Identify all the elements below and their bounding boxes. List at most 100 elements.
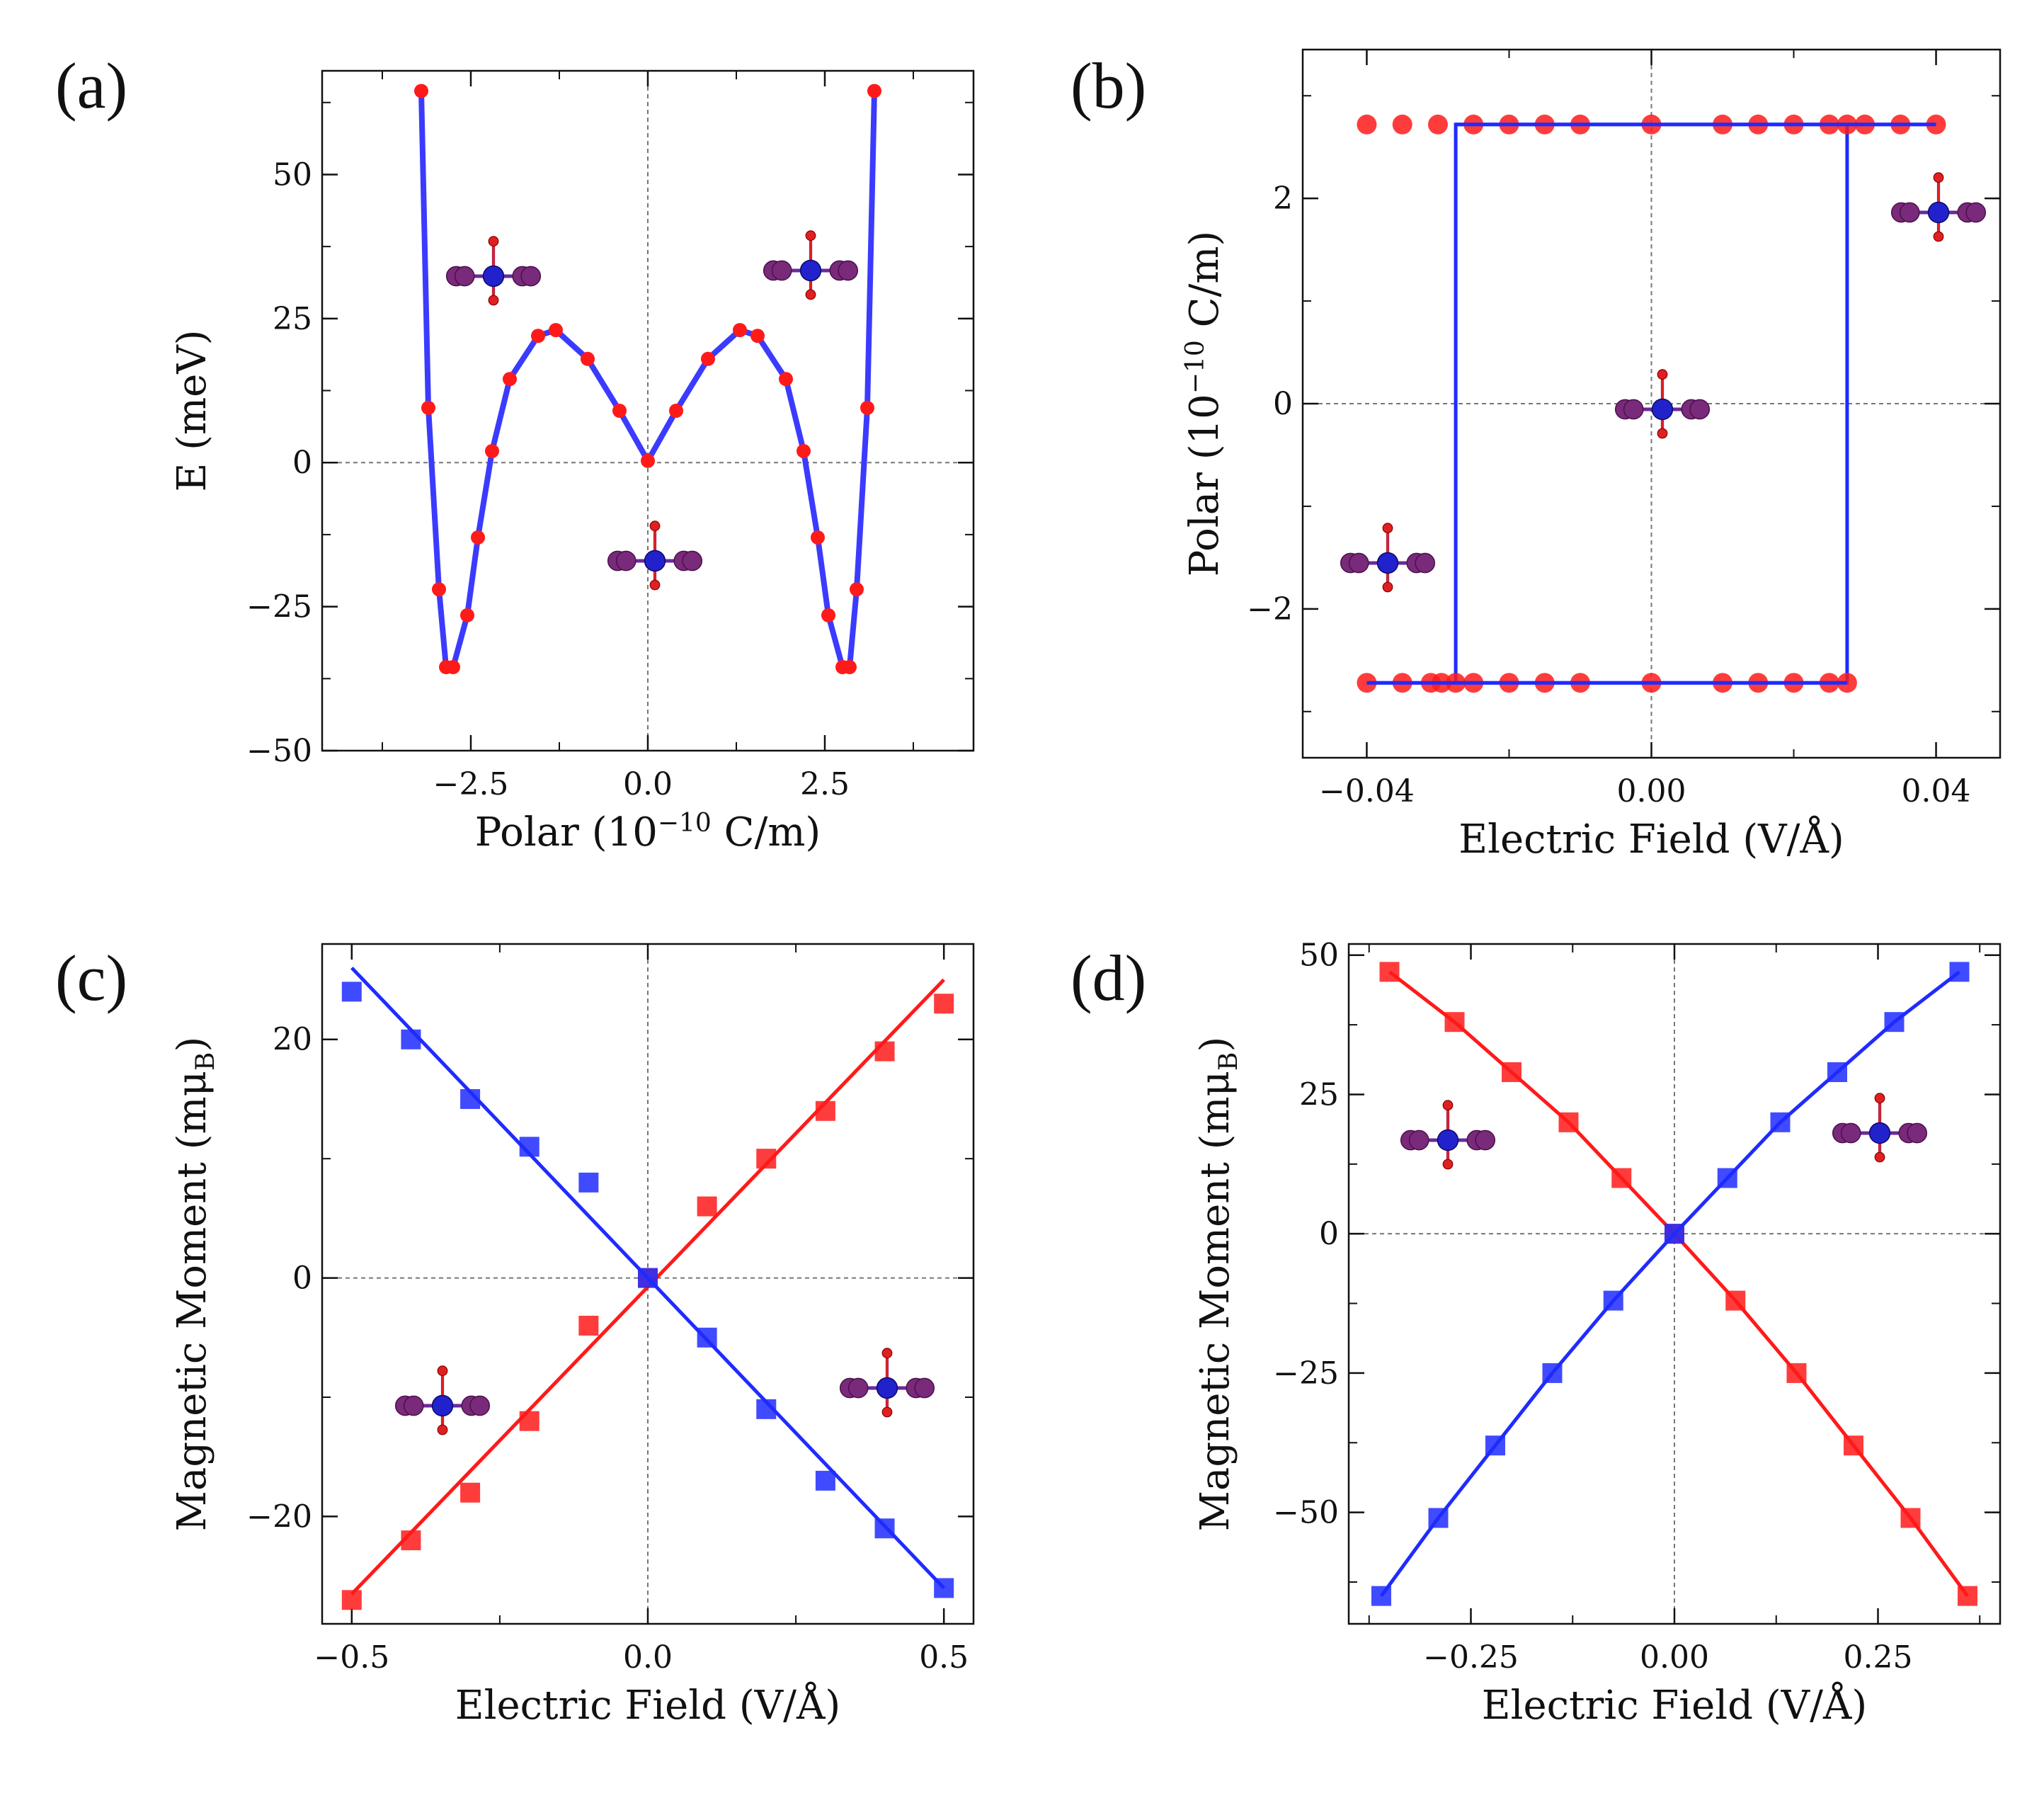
atom-red [1657,428,1668,439]
data-point-red [460,1482,481,1503]
data-point [641,453,655,468]
data-point-blue [401,1029,421,1050]
atom-purple [1965,202,1987,223]
data-point-blue [1949,962,1970,982]
x-tick-label: −0.5 [314,1639,389,1676]
atom-red [1382,581,1393,593]
atom-blue [1376,552,1399,574]
atom-blue [799,259,822,282]
x-tick-label: 0.5 [919,1639,969,1676]
atom-blue [1927,201,1950,224]
data-point-red [1900,1508,1921,1528]
molecule-inset [445,236,542,306]
y-tick-label: −50 [246,733,312,769]
y-tick-label: 50 [273,157,312,193]
molecule-inset [1400,1100,1496,1170]
x-tick-label: 0.00 [1617,773,1686,809]
molecule-inset [1340,523,1436,593]
data-point-red [519,1411,539,1431]
x-axis-label: Polar (10−10 C/m) [475,809,821,855]
y-tick-label: −25 [246,589,312,625]
y-tick-label: 25 [1299,1076,1339,1113]
x-tick-label: 2.5 [800,766,850,802]
data-point [843,660,857,675]
data-point [850,582,864,597]
atom-red [881,1348,893,1359]
y-tick-label: −2 [1247,591,1293,627]
data-point-red [874,1041,895,1062]
x-tick-label: −0.04 [1319,773,1415,809]
data-point-blue [460,1088,481,1109]
atom-red [1442,1159,1454,1170]
data-point [811,530,825,545]
data-point [750,329,765,343]
data-point-blue [1542,1363,1563,1383]
data-point-red [815,1100,835,1121]
y-tick-label: 0 [1319,1216,1339,1252]
atom-red [1442,1100,1454,1111]
atom-purple [1348,552,1369,574]
atom-blue [1651,398,1674,421]
panel-label-c: (c) [55,942,127,1014]
panel-label-a: (a) [55,50,127,122]
atom-red [1657,369,1668,380]
data-point-red [756,1149,777,1169]
y-axis-label: E (meV) [169,329,215,491]
data-point-blue [1603,1290,1623,1311]
data-point [446,660,460,675]
x-tick-label: −2.5 [433,766,509,802]
data-point-blue [1371,1586,1391,1606]
molecule-inset [1832,1093,1928,1163]
data-point-blue [341,982,362,1002]
data-point [669,404,683,418]
atom-purple [1907,1122,1928,1144]
data-point [432,582,446,597]
data-point-blue [638,1268,658,1288]
y-tick-label: −25 [1273,1355,1339,1392]
data-point-blue [815,1470,835,1491]
data-point-red [1725,1290,1746,1311]
data-point [1357,114,1377,135]
data-point-red [697,1196,717,1217]
data-point [612,404,627,418]
x-tick-label: 0.0 [623,1639,673,1676]
data-point [471,530,485,545]
data-point-blue [874,1518,895,1539]
atom-red [649,579,661,591]
data-point-red [1502,1062,1521,1082]
atom-blue [431,1394,454,1417]
data-point-blue [1717,1168,1737,1188]
y-tick-label: 0 [292,1261,312,1297]
data-point-blue [1770,1112,1791,1132]
y-tick-label: 50 [1299,938,1339,974]
atom-purple [1840,1122,1861,1144]
atom-red [805,289,816,300]
molecule-inset [1890,172,1987,242]
molecule-inset [607,521,703,591]
data-point-red [934,994,954,1014]
data-point-blue [1665,1224,1684,1244]
atom-purple [1623,399,1644,420]
atom-blue [1868,1122,1891,1144]
data-point-blue [934,1578,954,1598]
atom-red [649,521,661,532]
x-axis-label: Electric Field (V/Å) [455,1681,841,1729]
data-point [503,372,517,387]
y-axis-label: Magnetic Moment (mμB) [169,1037,220,1532]
molecule-inset [394,1365,491,1435]
molecule-inset [763,230,859,300]
x-tick-label: 0.04 [1902,773,1971,809]
fit-line-blue [1379,970,1961,1598]
data-point-blue [578,1172,599,1193]
data-point-red [1958,1586,1977,1606]
atom-red [1874,1093,1885,1104]
y-axis-label: Magnetic Moment (mμB) [1192,1037,1243,1532]
data-point-red [578,1315,599,1336]
atom-purple [1415,552,1436,574]
data-point-blue [1827,1062,1847,1082]
data-point-red [341,1590,362,1610]
y-tick-label: 25 [273,301,312,337]
